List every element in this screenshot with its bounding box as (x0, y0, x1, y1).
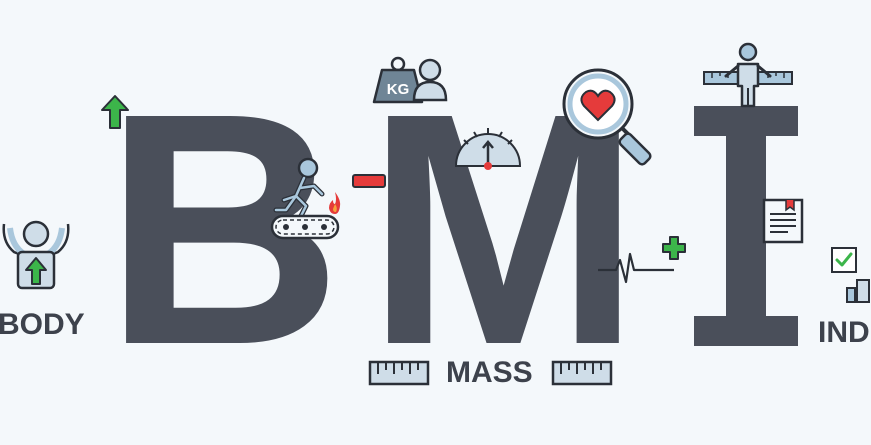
plus-icon (662, 236, 686, 260)
flame-icon (329, 192, 341, 214)
arrow-up-icon (101, 95, 129, 129)
label-mass: MASS (446, 356, 533, 389)
letter-i (694, 106, 798, 346)
flexing-man-icon (2, 220, 70, 290)
label-body: BODY (0, 308, 85, 341)
bar-chart-icon (846, 279, 870, 303)
magnifier-heart-icon (562, 68, 652, 166)
kg-weight-icon: KG (372, 56, 424, 104)
ruler-icon (551, 360, 613, 386)
ruler-icon (368, 360, 430, 386)
label-index: IND (818, 316, 870, 349)
minus-icon (352, 174, 386, 188)
heartbeat-line-icon (598, 252, 674, 284)
person-icon (412, 58, 448, 102)
clipboard-icon (762, 198, 804, 244)
checkbox-icon (831, 247, 857, 273)
kg-text: KG (387, 81, 410, 98)
treadmill-runner-icon (270, 157, 340, 240)
standing-man-ruler-icon (703, 42, 793, 108)
scale-gauge-icon (454, 128, 522, 170)
